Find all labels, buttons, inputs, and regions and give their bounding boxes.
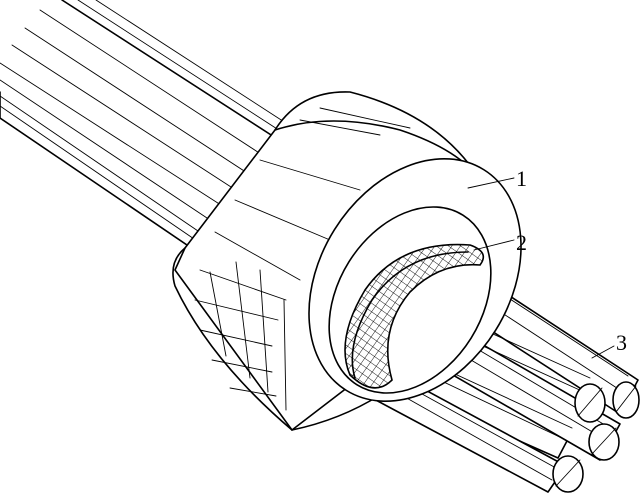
leader-1: [467, 177, 515, 189]
callouts: 1 2 3: [467, 166, 627, 359]
ferrule-shading-lines: [194, 107, 411, 411]
leader-3: [591, 345, 615, 359]
leader-2: [473, 239, 515, 251]
label-1: 1: [516, 166, 527, 191]
inner-liner-hatched-ring: [344, 243, 485, 389]
cable-upper-edge: [61, 0, 283, 143]
ferrule-outer-rim: [172, 247, 293, 431]
cable-shading-lines: [0, 0, 293, 255]
strand-end-faces: [552, 381, 640, 493]
inner-liner: [344, 243, 485, 389]
ferrule-bore: [328, 206, 492, 394]
label-2: 2: [516, 230, 527, 255]
inner-liner-outline: [351, 251, 469, 379]
cable-lower-edge: [0, 91, 213, 263]
cable-insulation: [0, 0, 293, 263]
label-3: 3: [616, 330, 627, 355]
